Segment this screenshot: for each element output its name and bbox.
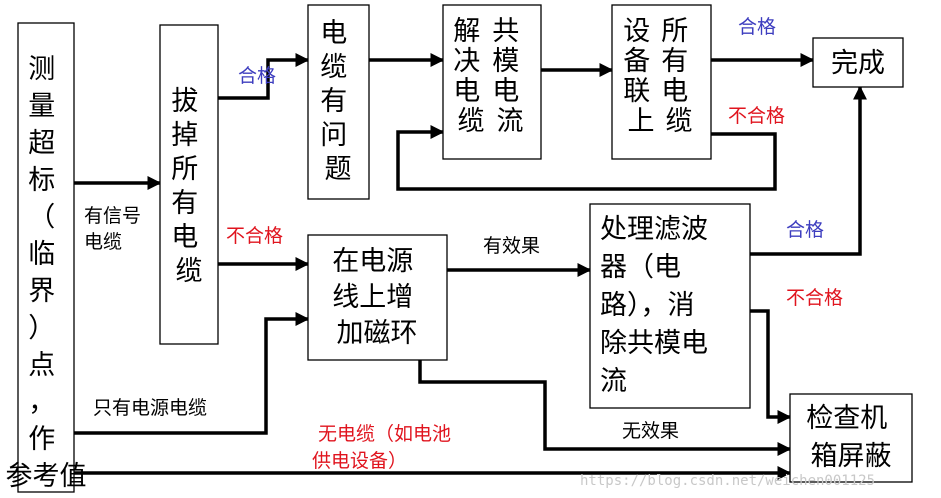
node-add-ferrite-line: 线上增 xyxy=(332,282,413,313)
node-cable-problem-line: 有 xyxy=(320,86,347,117)
svg-text:电 缆 有 问: 电 缆 有 问 题 xyxy=(320,18,356,185)
node-measure-line: ， xyxy=(28,387,55,418)
svg-text:共 模 电 流: 共 模 电 流 xyxy=(492,16,528,137)
svg-text:测 量 超 标: 测 量 超 标 （ 临 界 ） 点 ， 作 参考值 xyxy=(6,54,87,492)
node-measure-line: 作 xyxy=(28,424,55,455)
node-cable-problem: 电 缆 有 问 题 xyxy=(307,4,370,200)
edge-unplug-to-cable-problem xyxy=(218,53,310,100)
svg-text:在电源 线上增 加磁环: 在电源 线上增 加磁环 xyxy=(332,246,422,349)
node-cable-problem-line: 缆 xyxy=(320,52,347,83)
node-measure-line: 测 xyxy=(28,54,55,85)
edge-label-has-signal-cable: 有信号 xyxy=(84,205,141,227)
node-measure-line: 界 xyxy=(28,276,55,307)
node-measure: 测 量 超 标 （ 临 界 ） 点 ， 作 参考值 xyxy=(6,22,87,493)
svg-text:有信号 电缆: 有信号 电缆 xyxy=(84,205,147,253)
node-measure-line: 标 xyxy=(28,165,55,196)
node-solve-cable-line: 决 xyxy=(453,46,480,77)
node-all-connected-line: 电 xyxy=(661,76,688,107)
node-unplug-line: 所 xyxy=(171,154,198,185)
node-done: 完成 xyxy=(812,37,904,88)
node-unplug-line: 电 xyxy=(171,222,198,253)
node-all-connected-line: 有 xyxy=(661,46,688,77)
node-measure-line: 临 xyxy=(28,239,55,270)
node-solve-cable-line: 共 xyxy=(492,16,519,47)
svg-text:解 决 电 缆: 解 决 电 缆 xyxy=(453,16,489,137)
node-all-connected-line: 所 xyxy=(661,16,688,47)
node-measure-line: 超 xyxy=(28,128,55,159)
node-shielding-line: 箱屏蔽 xyxy=(811,441,892,472)
edge-label-effective: 有效果 xyxy=(483,235,540,257)
node-shielding: 检查机 箱屏蔽 xyxy=(789,393,913,483)
node-filter-line: 路），消 xyxy=(600,290,695,321)
svg-text:设 备 联 上: 设 备 联 上 xyxy=(623,16,659,137)
node-measure-line: ） xyxy=(28,313,55,344)
edge-label-fail: 不合格 xyxy=(226,225,283,247)
edge-measure-to-ferrite xyxy=(74,312,310,435)
node-measure-line: 参考值 xyxy=(6,461,87,492)
edge-label-fail: 不合格 xyxy=(728,105,785,127)
node-measure-line: 点 xyxy=(28,350,55,381)
node-filter-line: 除共模电 xyxy=(600,328,708,359)
node-measure-line: （ xyxy=(28,202,55,233)
node-unplug: 拔 掉 所 有 电 缆 xyxy=(159,24,219,345)
node-all-connected: 所 有 电 缆 设 备 联 上 xyxy=(611,4,712,160)
node-unplug-line: 有 xyxy=(171,188,198,219)
edge-label-pass: 合格 xyxy=(786,219,824,241)
edge-label-no-cable: 供电设备） xyxy=(312,450,407,472)
edge-ferrite-to-shielding xyxy=(418,360,792,456)
edge-connected-loop-back xyxy=(396,125,777,191)
node-unplug-line: 缆 xyxy=(176,256,203,287)
watermark: https://blog.csdn.net/weichen001125 xyxy=(580,473,875,489)
node-filter-line: 流 xyxy=(600,366,627,397)
node-all-connected-line: 联 xyxy=(623,76,650,107)
svg-text:无电缆（如电池 供电设备）: 无电缆（如电池 供电设备） xyxy=(312,423,457,472)
edge-label-has-signal-cable: 电缆 xyxy=(84,231,122,253)
node-solve-cable-line: 流 xyxy=(497,106,524,137)
node-cable-problem-line: 问 xyxy=(320,120,347,151)
edge-label-pass: 合格 xyxy=(238,65,276,87)
edge-label-power-only: 只有电源电缆 xyxy=(93,397,207,419)
node-all-connected-line: 设 xyxy=(623,16,650,47)
node-solve-cable-line: 模 xyxy=(492,46,519,77)
node-all-connected-line: 备 xyxy=(623,46,650,77)
node-done-label: 完成 xyxy=(831,48,885,79)
node-filter: 处理滤波 器（电 路），消 除共模电 流 xyxy=(589,203,751,409)
node-unplug-line: 掉 xyxy=(171,120,198,151)
node-solve-cable-line: 解 xyxy=(453,16,480,47)
node-filter-line: 器（电 xyxy=(600,252,681,283)
node-measure-line: 量 xyxy=(28,91,55,122)
edge-label-no-cable: 无电缆（如电池 xyxy=(318,423,451,445)
node-add-ferrite-line: 加磁环 xyxy=(337,318,418,349)
svg-text:检查机 箱屏蔽: 检查机 箱屏蔽 xyxy=(806,403,896,472)
svg-text:处理滤波 器（电 路），消: 处理滤波 器（电 路），消 除共模电 流 xyxy=(600,214,717,397)
node-all-connected-line: 缆 xyxy=(666,106,693,137)
edge-label-not-effective: 无效果 xyxy=(622,420,679,442)
node-solve-cable-line: 缆 xyxy=(458,106,485,137)
node-solve-cable-line: 电 xyxy=(453,76,480,107)
edge-filter-to-shielding xyxy=(750,309,792,424)
node-add-ferrite: 在电源 线上增 加磁环 xyxy=(307,234,448,361)
node-cable-problem-line: 题 xyxy=(325,154,352,185)
node-cable-problem-line: 电 xyxy=(320,18,347,49)
edge-filter-to-done xyxy=(750,85,867,256)
node-solve-cable-line: 电 xyxy=(492,76,519,107)
edge-label-fail: 不合格 xyxy=(786,287,843,309)
node-filter-line: 处理滤波 xyxy=(600,214,708,245)
edge-label-pass: 合格 xyxy=(738,16,776,38)
node-add-ferrite-line: 在电源 xyxy=(332,246,413,277)
node-all-connected-line: 上 xyxy=(628,106,655,137)
svg-text:所 有 电 缆: 所 有 电 缆 xyxy=(661,16,697,137)
svg-text:拔 掉 所 有: 拔 掉 所 有 电 缆 xyxy=(171,86,207,287)
node-unplug-line: 拔 xyxy=(171,86,198,117)
node-shielding-line: 检查机 xyxy=(806,403,887,434)
node-solve-cable: 共 模 电 流 解 决 电 缆 xyxy=(442,4,542,160)
